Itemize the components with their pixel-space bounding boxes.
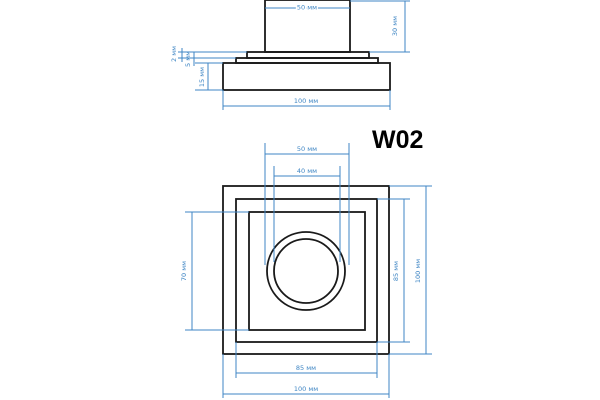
side-dim-30-text: 30 мм — [391, 16, 399, 36]
model-label: W02 — [372, 126, 423, 154]
side-ring — [235, 57, 379, 64]
top-dim-100v-text: 100 мм — [414, 259, 422, 283]
side-view: 50 мм 30 мм 2 мм 5 мм 15 мм 100 мм — [170, 0, 410, 110]
top-dim-85v-text: 85 мм — [392, 261, 400, 281]
top-inner-square — [248, 211, 366, 331]
top-outer-square — [222, 185, 390, 355]
side-dim-5-text: 5 мм — [184, 51, 192, 67]
top-dim-40-text: 40 мм — [297, 167, 317, 175]
top-outer-circle — [266, 231, 346, 311]
side-dim-15-text: 15 мм — [198, 67, 206, 87]
side-dim-100-text: 100 мм — [294, 97, 318, 105]
side-middle-step — [246, 51, 370, 59]
top-dim-85h-text: 85 мм — [296, 364, 316, 372]
top-dim-50-text: 50 мм — [297, 145, 317, 153]
top-inner-circle — [273, 238, 339, 304]
top-view: 50 мм 40 мм 70 мм 85 мм 100 мм 85 мм 100… — [180, 143, 432, 398]
top-dim-100h-text: 100 мм — [294, 385, 318, 393]
top-dim-70-text: 70 мм — [180, 261, 188, 281]
side-base-plate — [222, 62, 391, 91]
side-dim-2-text: 2 мм — [170, 46, 178, 62]
side-dim-50-text: 50 мм — [297, 4, 317, 12]
top-middle-square — [235, 198, 378, 343]
